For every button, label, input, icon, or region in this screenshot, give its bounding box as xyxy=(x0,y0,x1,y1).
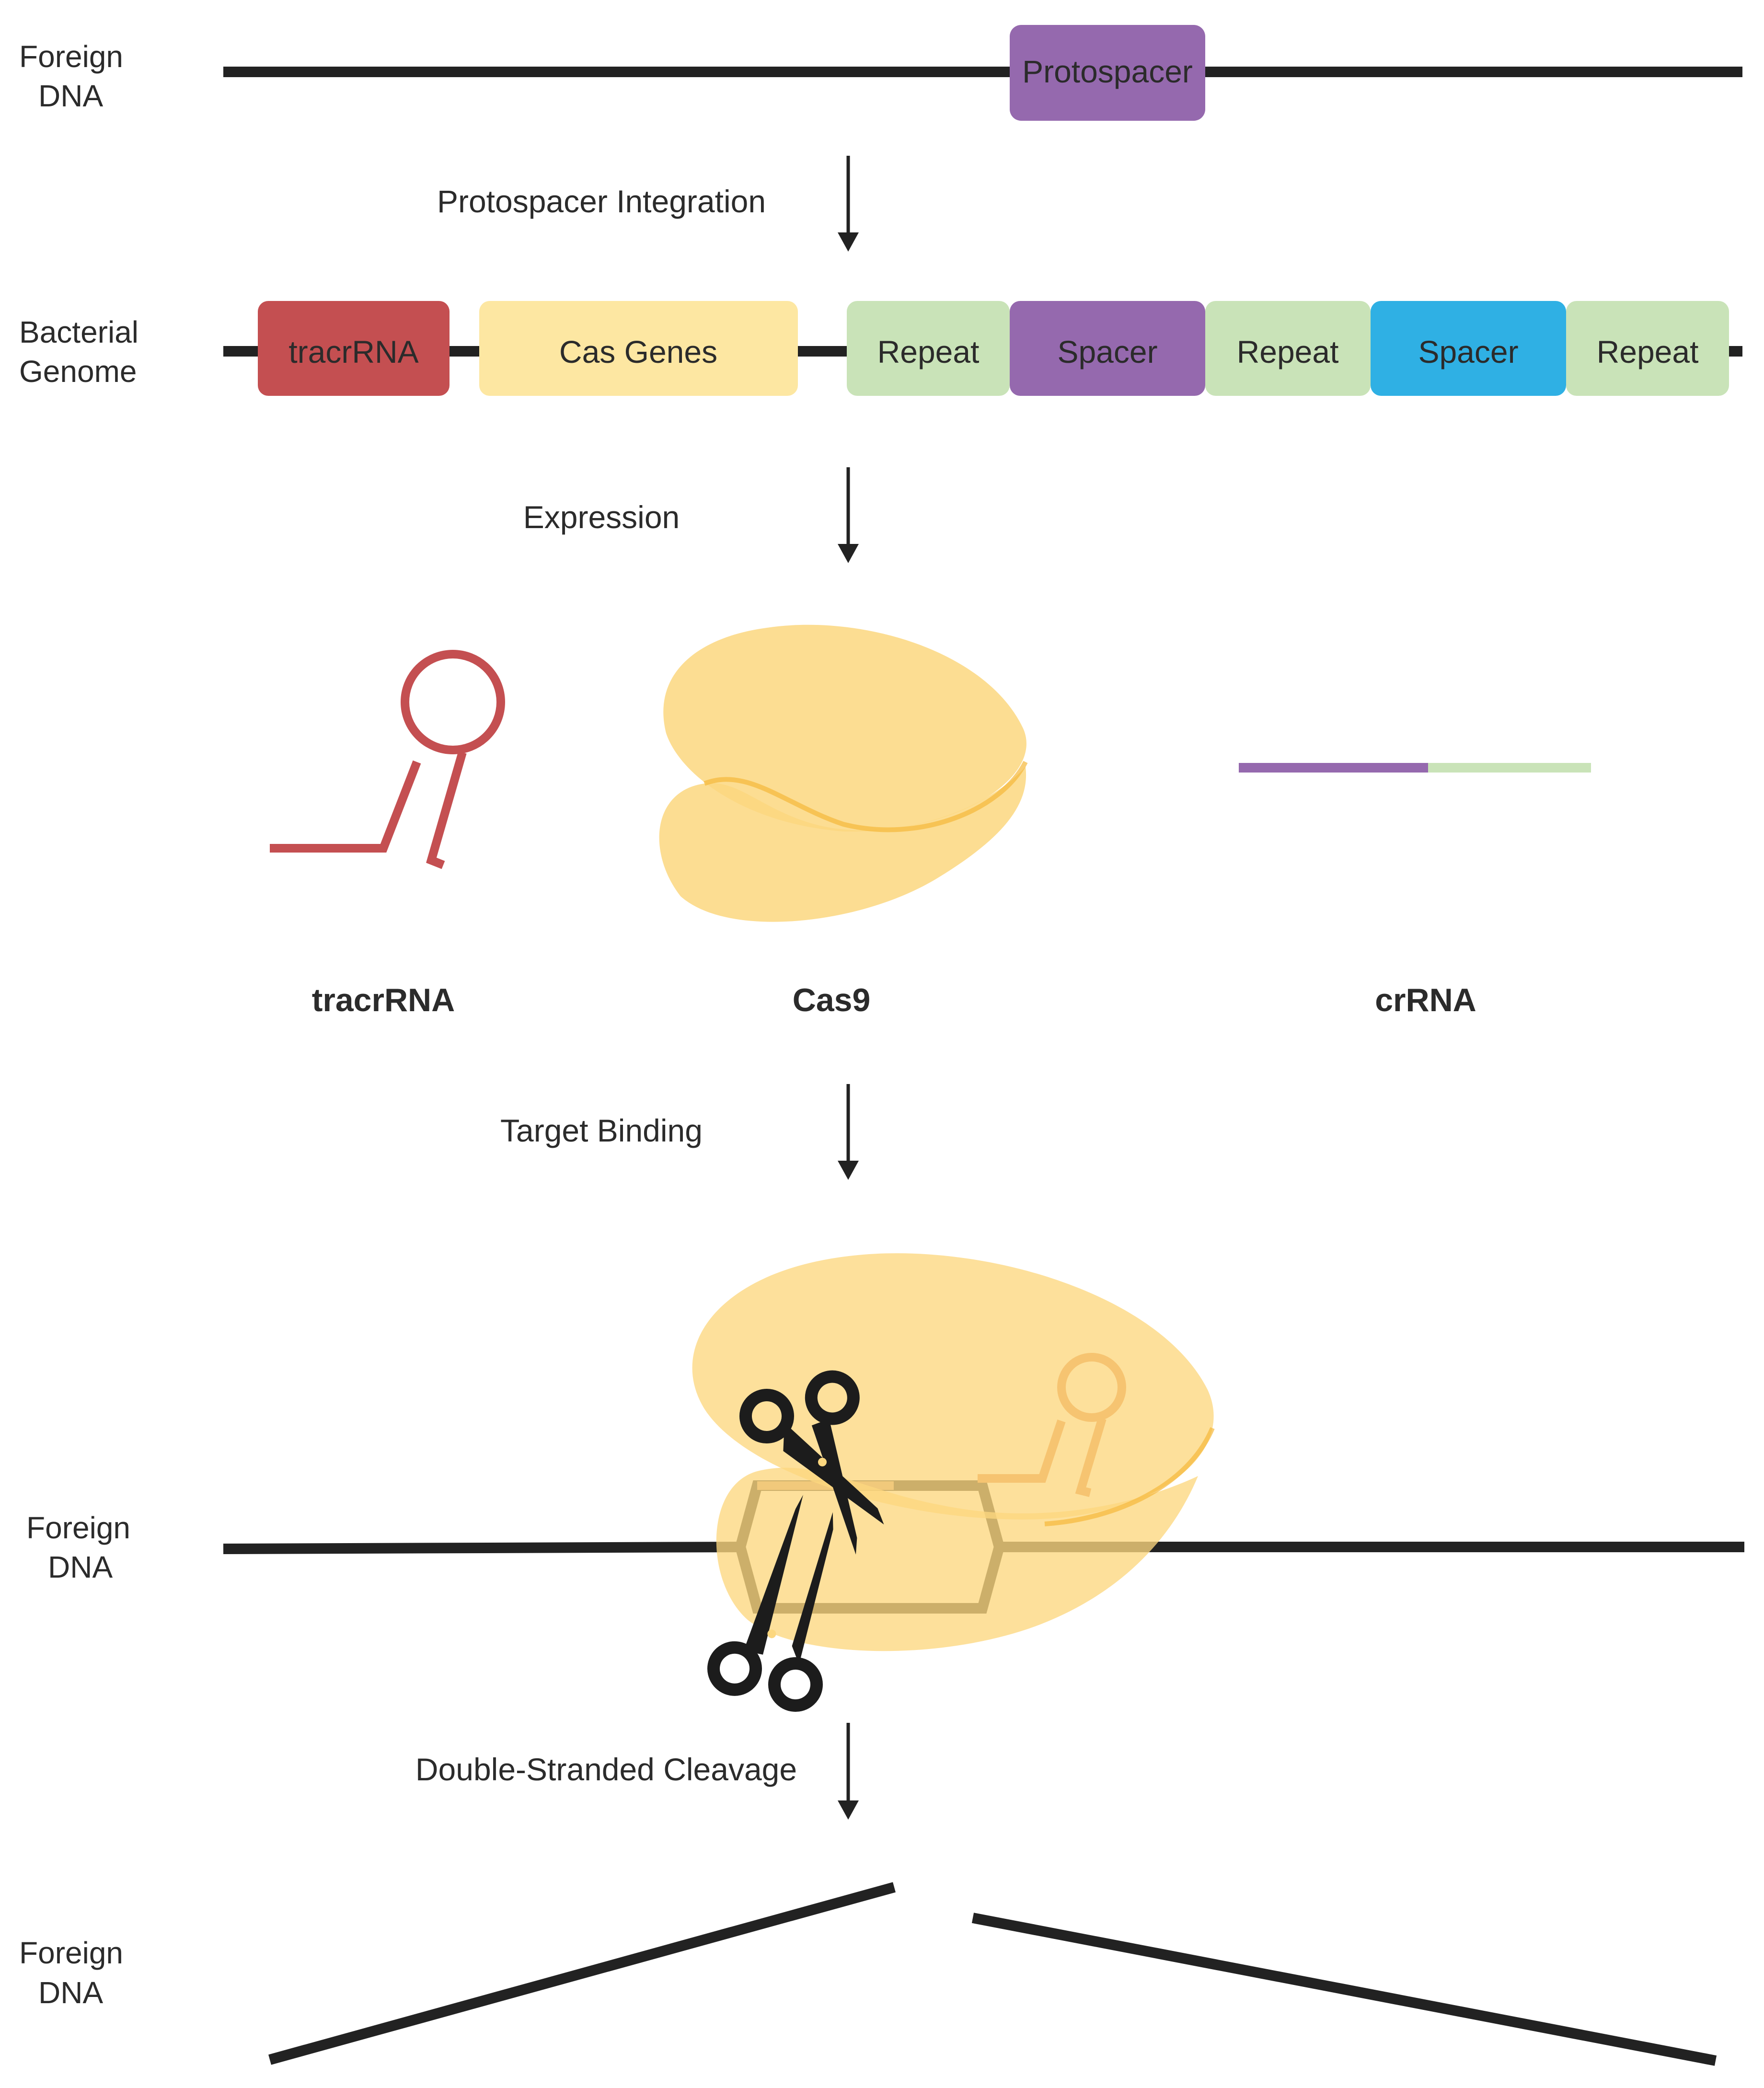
genome-block-label: Repeat xyxy=(1237,334,1339,369)
component-label-tracrrna: tracrRNA xyxy=(312,982,455,1018)
component-label-cas9: Cas9 xyxy=(793,982,871,1018)
scissors-icon xyxy=(739,1370,884,1555)
dna-fragment-left xyxy=(268,1882,896,2065)
step-label-expression: Expression xyxy=(523,499,680,535)
scissors-icon xyxy=(707,1495,833,1712)
genome-block-tracrrna xyxy=(258,301,450,396)
genome-block-repeat xyxy=(847,301,1010,396)
foreign-dna-label-line1: Foreign xyxy=(19,39,123,74)
components-section: tracrRNA Cas9 crRNA xyxy=(270,624,1591,1018)
genome-block-repeat xyxy=(1205,301,1371,396)
genome-block-label: Cas Genes xyxy=(559,334,717,369)
step-label-integration: Protospacer Integration xyxy=(437,184,766,219)
genome-block-label: Spacer xyxy=(1057,334,1157,369)
bacterial-genome-label-line1: Bacterial xyxy=(19,315,138,349)
foreign-dna-label-line1: Foreign xyxy=(19,1936,123,1970)
genome-block-spacer xyxy=(1010,301,1205,396)
arrow-down-icon xyxy=(838,1800,859,1820)
target-binding-section: Foreign DNA xyxy=(26,1253,1744,1712)
component-label-crrna: crRNA xyxy=(1375,982,1476,1018)
genome-block-spacer xyxy=(1371,301,1566,396)
foreign-dna-section-1: Foreign DNA Protospacer xyxy=(19,25,1742,121)
foreign-dna-label-line2: DNA xyxy=(38,79,103,113)
foreign-dna-label-line2: DNA xyxy=(48,1550,113,1584)
tracrrna-hairpin-icon xyxy=(270,650,505,869)
dna-fragment-right xyxy=(971,1913,1717,2066)
genome-block-repeat xyxy=(1566,301,1729,396)
bacterial-genome-section: Bacterial Genome tracrRNA Cas Genes Repe… xyxy=(19,301,1742,396)
genome-block-label: Spacer xyxy=(1418,334,1518,369)
step-integration: Protospacer Integration xyxy=(437,156,859,252)
step-label-cleavage: Double-Stranded Cleavage xyxy=(415,1752,797,1787)
step-binding: Target Binding xyxy=(500,1084,859,1180)
arrow-down-icon xyxy=(838,1161,859,1180)
genome-block-label: Repeat xyxy=(877,334,980,369)
genome-block-cas-genes xyxy=(479,301,798,396)
cas9-protein-icon xyxy=(659,624,1028,922)
protospacer-box xyxy=(1010,25,1205,121)
step-label-binding: Target Binding xyxy=(500,1113,703,1148)
genome-block-label: Repeat xyxy=(1597,334,1699,369)
step-cleavage: Double-Stranded Cleavage xyxy=(415,1723,859,1820)
genome-block-label: tracrRNA xyxy=(288,334,418,369)
cleaved-dna-section: Foreign DNA xyxy=(19,1882,1717,2066)
arrow-down-icon xyxy=(838,544,859,563)
bacterial-genome-label-line2: Genome xyxy=(19,354,137,389)
foreign-dna-label-line2: DNA xyxy=(38,1975,103,2010)
protospacer-label: Protospacer xyxy=(1022,54,1193,89)
step-expression: Expression xyxy=(523,467,859,563)
arrow-down-icon xyxy=(838,232,859,252)
foreign-dna-label-line1: Foreign xyxy=(26,1511,130,1545)
